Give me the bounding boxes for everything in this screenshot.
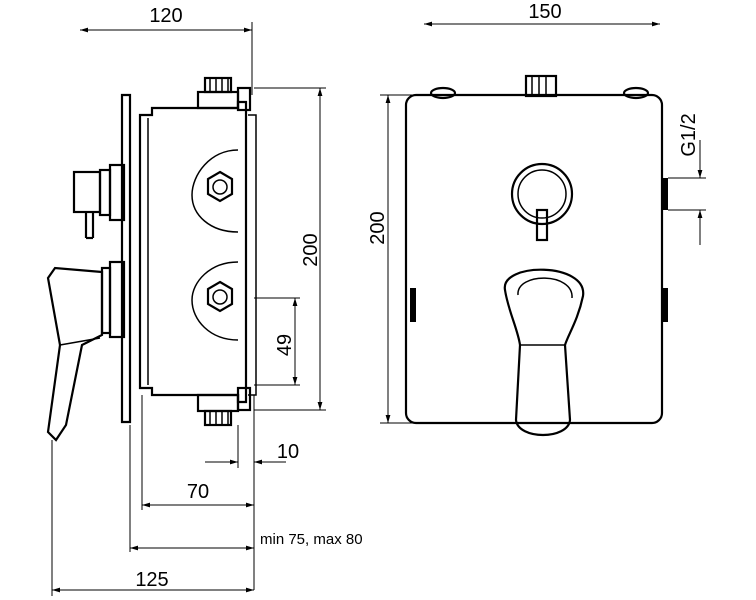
- diverter-knob-front: [510, 162, 574, 242]
- dim-port-offset: 49: [274, 334, 296, 356]
- dim-install-range: min 75, max 80: [260, 531, 363, 548]
- top-connection: [196, 76, 240, 110]
- hex-nut-lower: [206, 280, 234, 313]
- hex-nut-upper: [206, 170, 234, 203]
- side-port-left: [410, 288, 416, 322]
- mount-lug-right: [622, 86, 650, 100]
- side-view: [46, 76, 257, 442]
- lever-handle-front: [503, 268, 585, 437]
- dim-plate-gap: 10: [277, 441, 299, 463]
- dim-front-width: 150: [528, 1, 561, 23]
- mount-lug-left: [429, 86, 457, 100]
- cover-plate: [404, 93, 664, 425]
- side-lug-bottom: [236, 386, 252, 412]
- side-port-right-lower: [662, 288, 668, 322]
- valve-body-box: [138, 100, 248, 404]
- top-nipple: [524, 74, 558, 98]
- dim-side-height: 200: [300, 233, 322, 266]
- dim-total-depth: 125: [135, 569, 168, 591]
- dim-box-depth: 70: [187, 481, 209, 503]
- bottom-connection: [196, 393, 240, 427]
- diverter-knob-side: [72, 163, 126, 240]
- wall-plate: [120, 93, 132, 424]
- side-port-right-upper: [662, 178, 668, 210]
- dim-front-height: 200: [367, 211, 389, 244]
- front-view: [404, 74, 668, 437]
- lever-handle-side: [46, 260, 126, 442]
- body-cutout-upper: [191, 149, 239, 233]
- side-lug-top: [236, 86, 252, 112]
- dim-thread: G1/2: [678, 113, 700, 156]
- dim-side-depth-top: 120: [149, 5, 182, 27]
- body-cutout-lower: [191, 261, 239, 341]
- valve-body-rib: [248, 114, 257, 396]
